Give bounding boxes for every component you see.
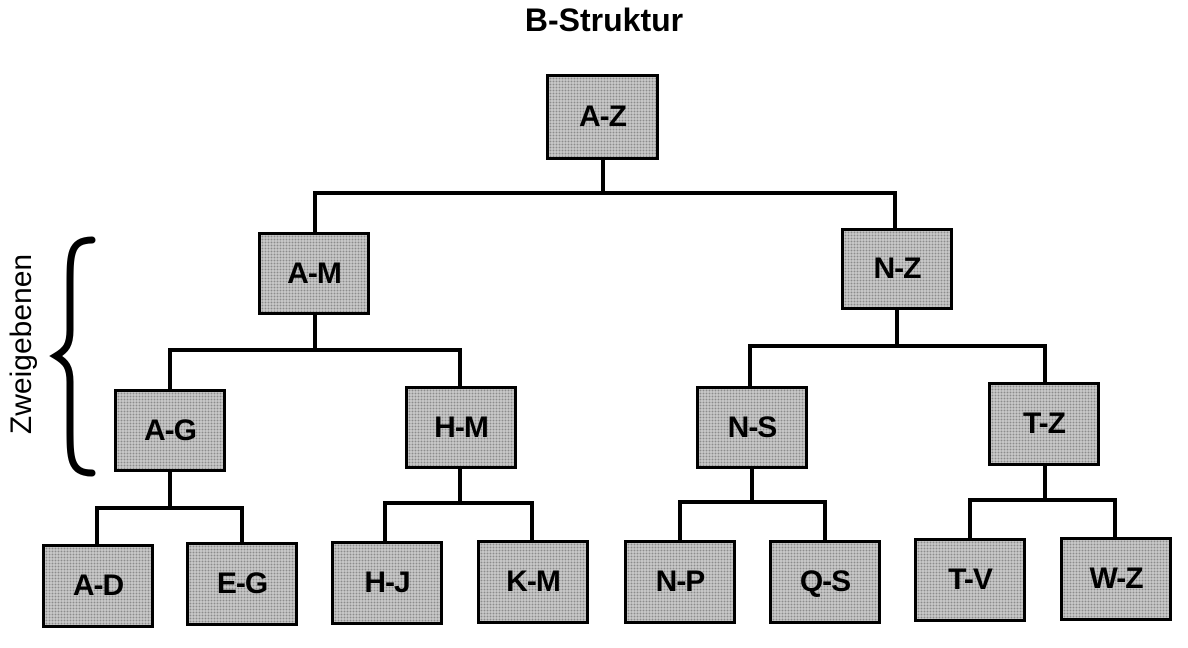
node-e-g: E-G: [186, 542, 298, 626]
node-a-m: A-M: [258, 232, 370, 315]
node-q-s: Q-S: [769, 540, 881, 624]
brace: [49, 236, 96, 477]
edge-am: [168, 311, 462, 392]
edge-ag: [95, 468, 244, 547]
edge-nz: [748, 306, 1047, 388]
node-w-z: W-Z: [1060, 537, 1172, 621]
node-n-s: N-S: [696, 386, 808, 469]
node-a-z: A-Z: [546, 74, 659, 160]
edge-ns: [678, 465, 827, 542]
edge-tz: [968, 462, 1117, 540]
diagram-title: B-Struktur: [524, 2, 684, 38]
node-n-p: N-P: [624, 540, 736, 624]
node-k-m: K-M: [477, 540, 589, 624]
node-a-g: A-G: [114, 389, 226, 472]
edge-root: [313, 156, 897, 236]
edge-hm: [383, 465, 534, 544]
node-n-z: N-Z: [841, 228, 953, 310]
node-t-v: T-V: [914, 538, 1026, 622]
node-h-j: H-J: [331, 541, 443, 625]
node-t-z: T-Z: [988, 382, 1100, 466]
node-h-m: H-M: [405, 386, 517, 469]
node-a-d: A-D: [42, 544, 154, 628]
